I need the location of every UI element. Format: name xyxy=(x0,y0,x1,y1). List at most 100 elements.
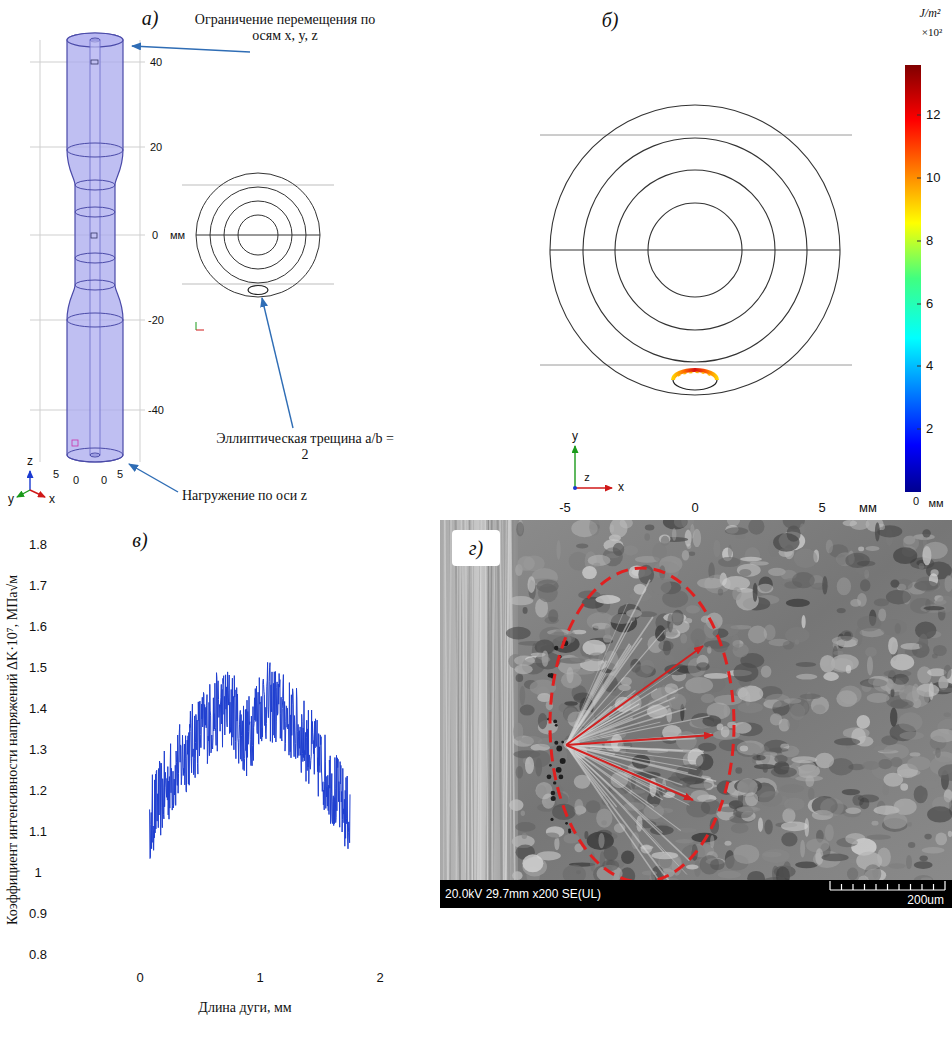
sem-grain xyxy=(525,756,534,774)
sem-grain xyxy=(680,634,687,644)
axis-tick: 1.5 xyxy=(29,661,47,676)
sem-grain xyxy=(761,666,772,678)
specimen-model xyxy=(67,448,123,462)
sem-grain xyxy=(932,654,938,659)
sem-grain xyxy=(872,821,879,826)
sem-grain xyxy=(567,667,574,683)
axis-name: z xyxy=(584,471,590,484)
sem-dot xyxy=(551,796,556,801)
sem-grain xyxy=(781,821,808,831)
sem-grain xyxy=(923,606,944,610)
sem-grain xyxy=(676,731,697,750)
sem-streak xyxy=(471,520,474,882)
sem-grain xyxy=(886,590,911,605)
sem-grain xyxy=(697,578,724,589)
sem-grain xyxy=(784,797,805,810)
sem-grain xyxy=(929,682,934,700)
sem-grain xyxy=(857,593,867,607)
sem-grain xyxy=(663,520,688,530)
sem-grain xyxy=(658,641,673,652)
fatigue-river xyxy=(566,745,689,861)
sem-grain xyxy=(516,522,524,536)
specimen-model xyxy=(67,33,123,462)
sem-grain xyxy=(820,798,844,817)
annotation-arrow xyxy=(129,464,178,492)
sem-grain xyxy=(813,705,826,714)
fatigue-river xyxy=(566,687,683,745)
axis-unit: мм xyxy=(859,501,877,516)
sem-grain xyxy=(623,545,638,555)
sem-grain xyxy=(672,528,676,541)
sem-streak xyxy=(456,520,458,882)
sem-grain xyxy=(733,663,758,682)
sem-grain xyxy=(718,557,741,567)
sem-grain xyxy=(514,656,535,666)
sem-grain xyxy=(731,823,749,833)
scale-tick xyxy=(887,884,888,890)
sem-dot xyxy=(554,741,558,745)
sem-dot xyxy=(551,791,556,796)
panel-letter: а) xyxy=(142,7,159,30)
axis-unit: мм xyxy=(928,497,943,510)
sem-grain xyxy=(860,579,870,591)
sem-grain xyxy=(846,665,851,673)
sem-dot xyxy=(556,746,562,752)
sem-grain xyxy=(513,723,523,741)
fatigue-river xyxy=(566,745,674,882)
scale-tick xyxy=(910,884,911,890)
sem-grain xyxy=(686,605,700,613)
sem-grain xyxy=(556,540,560,560)
specimen-model xyxy=(90,40,100,455)
sem-image xyxy=(440,520,952,882)
crack-note: Эллиптическая трещина a/b = 2 xyxy=(216,431,394,463)
sem-grain xyxy=(845,833,865,844)
heatmap-section xyxy=(673,370,717,380)
scale-bar-line xyxy=(830,889,945,890)
sem-grain xyxy=(685,677,713,693)
sem-dot xyxy=(555,724,558,727)
sem-grain xyxy=(512,871,522,880)
sem-grain xyxy=(688,552,695,556)
heatmap-section xyxy=(540,365,852,366)
sem-grain xyxy=(922,847,945,853)
scale-tick xyxy=(944,881,945,890)
axis-tick: 1.7 xyxy=(29,579,47,594)
fatigue-river xyxy=(566,745,716,781)
sem-grain xyxy=(521,811,525,816)
sem-grain xyxy=(921,780,938,789)
sem-grain xyxy=(791,756,817,763)
axis-tick: 1 xyxy=(256,971,263,986)
sem-grain xyxy=(515,822,535,832)
sem-dot xyxy=(547,774,552,779)
axis-tick: 0 xyxy=(136,971,143,986)
sem-grain xyxy=(535,782,552,799)
axis-tick: 1.8 xyxy=(29,538,47,553)
cross-section xyxy=(196,173,320,297)
color-bar-ticks xyxy=(917,241,921,242)
sem-grain xyxy=(840,630,853,641)
sem-grain xyxy=(574,799,583,816)
scale-tick xyxy=(841,884,842,890)
sem-streak xyxy=(445,520,448,882)
sem-grain xyxy=(815,753,834,769)
sem-streak xyxy=(443,520,445,882)
sem-grain xyxy=(843,520,858,526)
sem-grain xyxy=(948,831,952,837)
sem-grain xyxy=(538,713,547,729)
sem-grain xyxy=(780,784,804,793)
sem-image xyxy=(566,745,693,800)
sem-grain xyxy=(914,581,938,591)
sem-grain xyxy=(564,707,579,722)
color-bar-tick: 6 xyxy=(926,297,933,312)
panel-letter: б) xyxy=(602,9,619,32)
sem-streak xyxy=(468,520,472,882)
sem-grain xyxy=(790,704,805,720)
constraint-note: Ограничение перемещения по осям x, y, z xyxy=(185,12,385,44)
sem-grain xyxy=(669,611,683,625)
sif-curve xyxy=(150,662,350,858)
sem-grain xyxy=(732,587,741,601)
sem-grain xyxy=(515,664,533,674)
sem-grain xyxy=(684,618,692,623)
sem-grain xyxy=(506,627,531,640)
sem-streak xyxy=(477,520,481,882)
